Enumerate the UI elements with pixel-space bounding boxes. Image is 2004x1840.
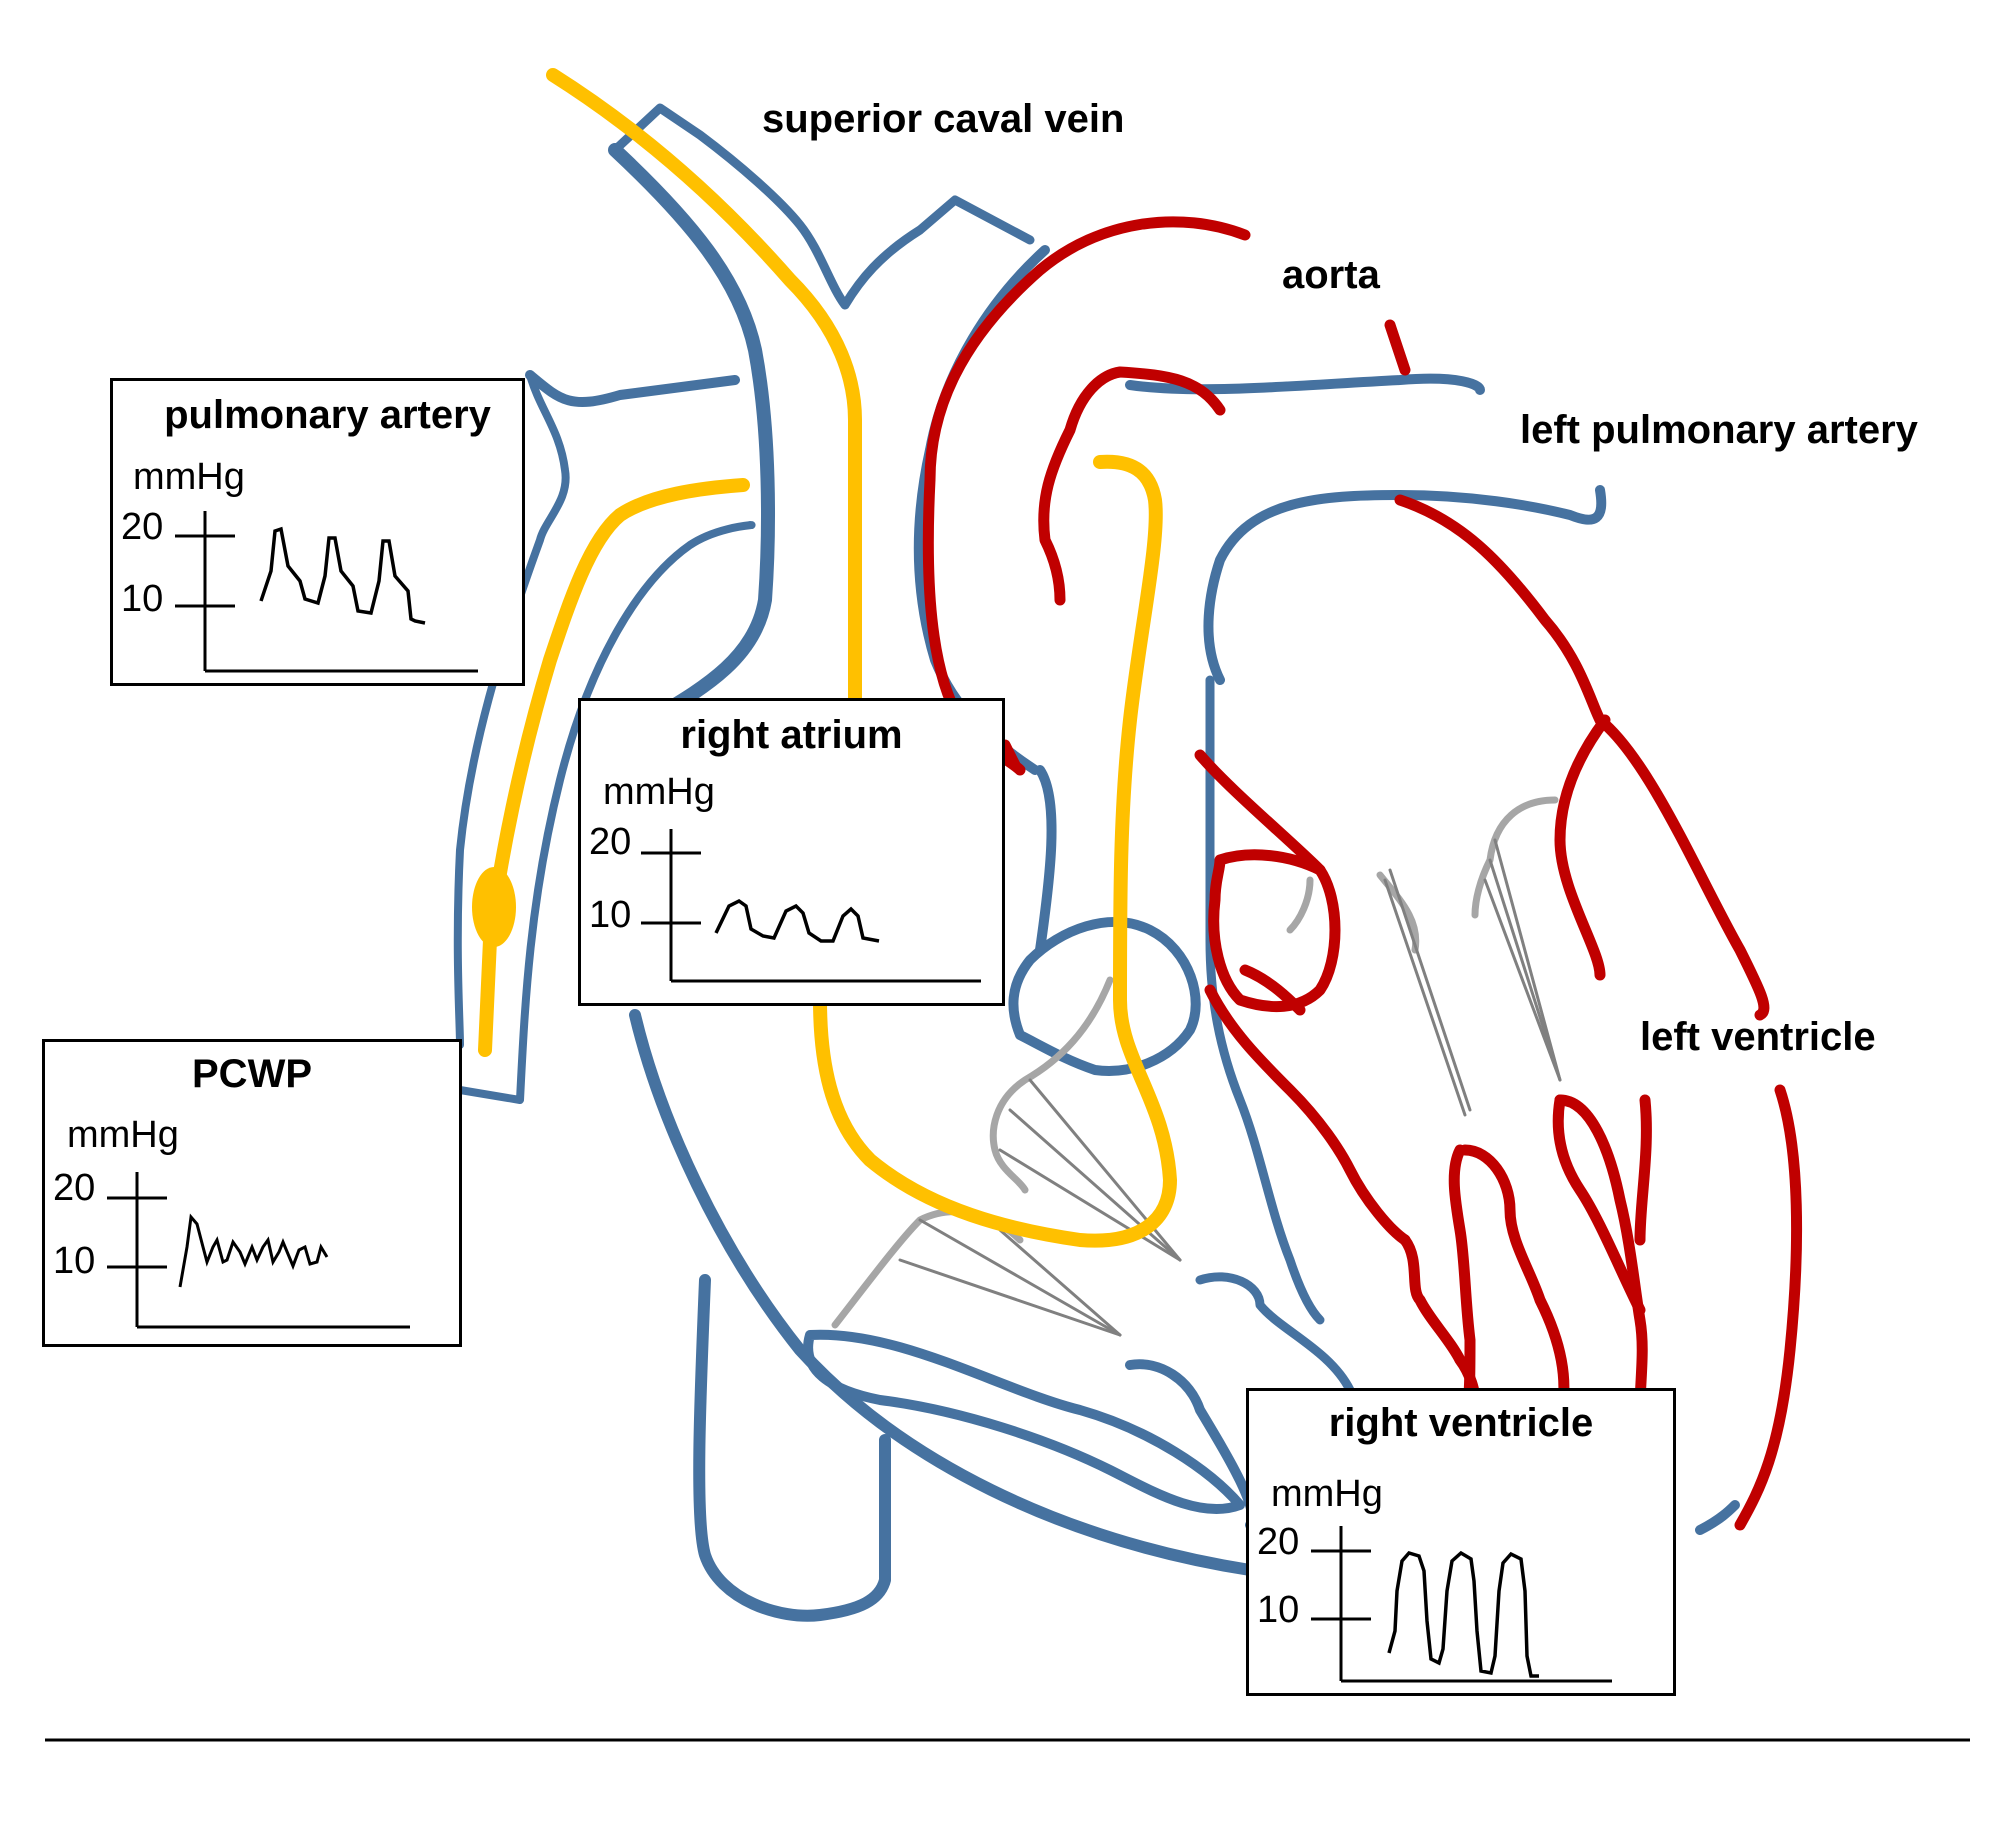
label-superior-caval-vein: superior caval vein <box>762 97 1125 141</box>
lpa-blue <box>1125 373 1485 395</box>
ivc-left <box>693 1274 891 1622</box>
label-left-ventricle: left ventricle <box>1640 1015 1876 1059</box>
chordae-lv-leaflet-2 <box>1471 796 1559 919</box>
lv-septum-red <box>1204 984 1411 1246</box>
pressure-trace-pcwp <box>107 1172 410 1329</box>
catheter-main <box>546 68 863 707</box>
tick-10: 10 <box>53 1240 96 1282</box>
box-title: right atrium <box>680 713 903 757</box>
rv-septal-band <box>1195 1272 1355 1395</box>
chordae-lv-leaflet-1 <box>1376 871 1420 954</box>
lv-apex <box>1734 1084 1803 1531</box>
unit-label: mmHg <box>1271 1473 1383 1515</box>
pa-waveform <box>259 526 426 625</box>
pressure-trace-pa <box>175 511 478 673</box>
red-papillary-3 <box>1448 1144 1476 1426</box>
red-papillary-5 <box>1552 1094 1646 1316</box>
box-right-atrium: right atrium mmHg 20 10 <box>578 698 1005 1006</box>
tick-20: 20 <box>121 506 164 548</box>
aorta-outer <box>922 216 1251 776</box>
box-title: right ventricle <box>1328 1401 1594 1445</box>
svc-top-cap <box>610 103 1035 310</box>
svc-left-wall <box>608 143 775 727</box>
box-pcwp: PCWP mmHg 20 10 <box>42 1039 462 1347</box>
pcwp-waveform <box>178 1213 329 1288</box>
catheter-ra-loop <box>813 454 1177 1248</box>
tick-10: 10 <box>1257 1589 1300 1631</box>
papillary-muscle-left <box>1194 749 1326 876</box>
right-atrium-outer <box>629 1009 1256 1576</box>
red-papillary-2 <box>1459 1144 1570 1426</box>
tick-20: 20 <box>589 821 632 863</box>
septum-blue-lower <box>1205 675 1325 1325</box>
red-papillary-6 <box>1634 1094 1652 1246</box>
tricuspid-annulus <box>1008 917 1201 1076</box>
pressure-trace-rv <box>1311 1526 1612 1683</box>
chordae-mv-small <box>1286 876 1314 934</box>
unit-label: mmHg <box>133 456 245 498</box>
rv-inner-wall <box>803 1329 1245 1514</box>
label-left-pulmonary-artery: left pulmonary artery <box>1520 408 1918 452</box>
tick-20: 20 <box>1257 1521 1300 1563</box>
pa-lower-right-curve <box>1035 765 1057 955</box>
tick-10: 10 <box>589 894 632 936</box>
box-title: pulmonary artery <box>164 393 491 437</box>
septum-blue <box>1203 485 1607 685</box>
pulmonary-trunk-outer <box>525 370 740 407</box>
aorta-inner <box>1038 366 1226 606</box>
lv-inner-wall <box>1554 714 1611 981</box>
box-pulmonary-artery: pulmonary artery mmHg 20 10 <box>110 378 525 686</box>
box-right-ventricle: right ventricle mmHg 20 10 <box>1246 1388 1676 1696</box>
red-stub-atrium <box>999 739 1021 771</box>
aorta-stub <box>1384 319 1411 376</box>
unit-label: mmHg <box>603 771 715 813</box>
rv-apex-blue <box>1695 1500 1740 1535</box>
chordae-left-leaflet <box>989 976 1114 1194</box>
tick-10: 10 <box>121 578 164 620</box>
pressure-trace-ra <box>641 829 981 983</box>
catheter-pa-branch <box>478 478 750 1057</box>
box-title: PCWP <box>192 1052 312 1096</box>
chordae-strings-rv <box>898 838 1562 1337</box>
rv-waveform <box>1387 1550 1539 1678</box>
ra-waveform <box>714 898 880 943</box>
label-aorta: aorta <box>1282 253 1380 297</box>
unit-label: mmHg <box>67 1114 179 1156</box>
red-papillary-4 <box>1554 1094 1648 1416</box>
red-mitral-arc <box>1239 964 1306 1016</box>
catheter-balloon <box>472 867 516 947</box>
tick-20: 20 <box>53 1167 96 1209</box>
